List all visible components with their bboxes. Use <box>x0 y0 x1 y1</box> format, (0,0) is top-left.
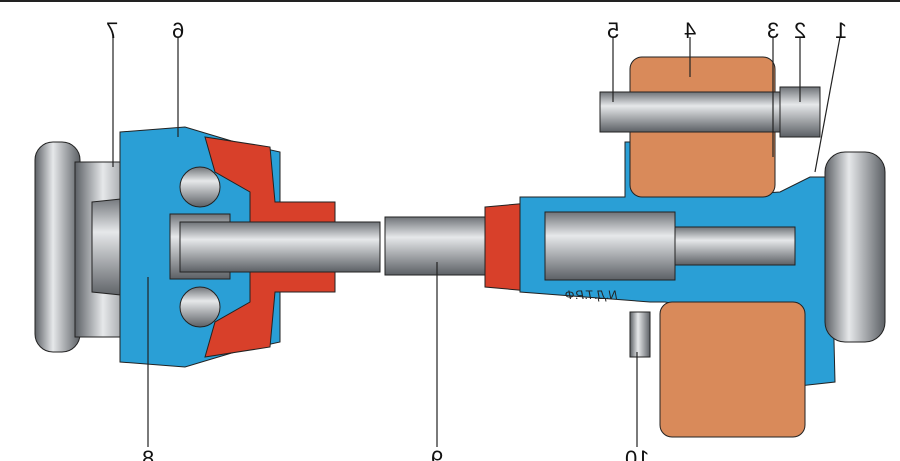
cv-ball-top <box>179 166 221 208</box>
brake-pad-bottom <box>659 301 806 438</box>
callout-3: 3 <box>767 18 780 43</box>
callout-5: 5 <box>607 18 620 43</box>
callout-9: 9 <box>431 446 444 461</box>
bolt-5 <box>599 91 781 133</box>
callout-2: 2 <box>794 18 807 43</box>
cv-ball-bottom <box>179 286 221 328</box>
callout-4: 4 <box>684 18 697 43</box>
splined-shaft <box>544 211 676 281</box>
callout-6: 6 <box>172 18 185 43</box>
right-hub-flange <box>824 151 886 343</box>
callout-10: 10 <box>625 446 650 461</box>
stub-axle <box>674 226 796 266</box>
watermark: N.Д.Т.Р.Ф <box>565 288 618 302</box>
drive-shaft-left <box>179 221 381 273</box>
leader-lines <box>112 36 841 447</box>
callout-8: 8 <box>142 446 155 461</box>
callout-7: 7 <box>106 18 119 43</box>
pin-10 <box>629 311 651 358</box>
callout-1: 1 <box>835 18 848 43</box>
left-hub-flange <box>34 141 81 353</box>
